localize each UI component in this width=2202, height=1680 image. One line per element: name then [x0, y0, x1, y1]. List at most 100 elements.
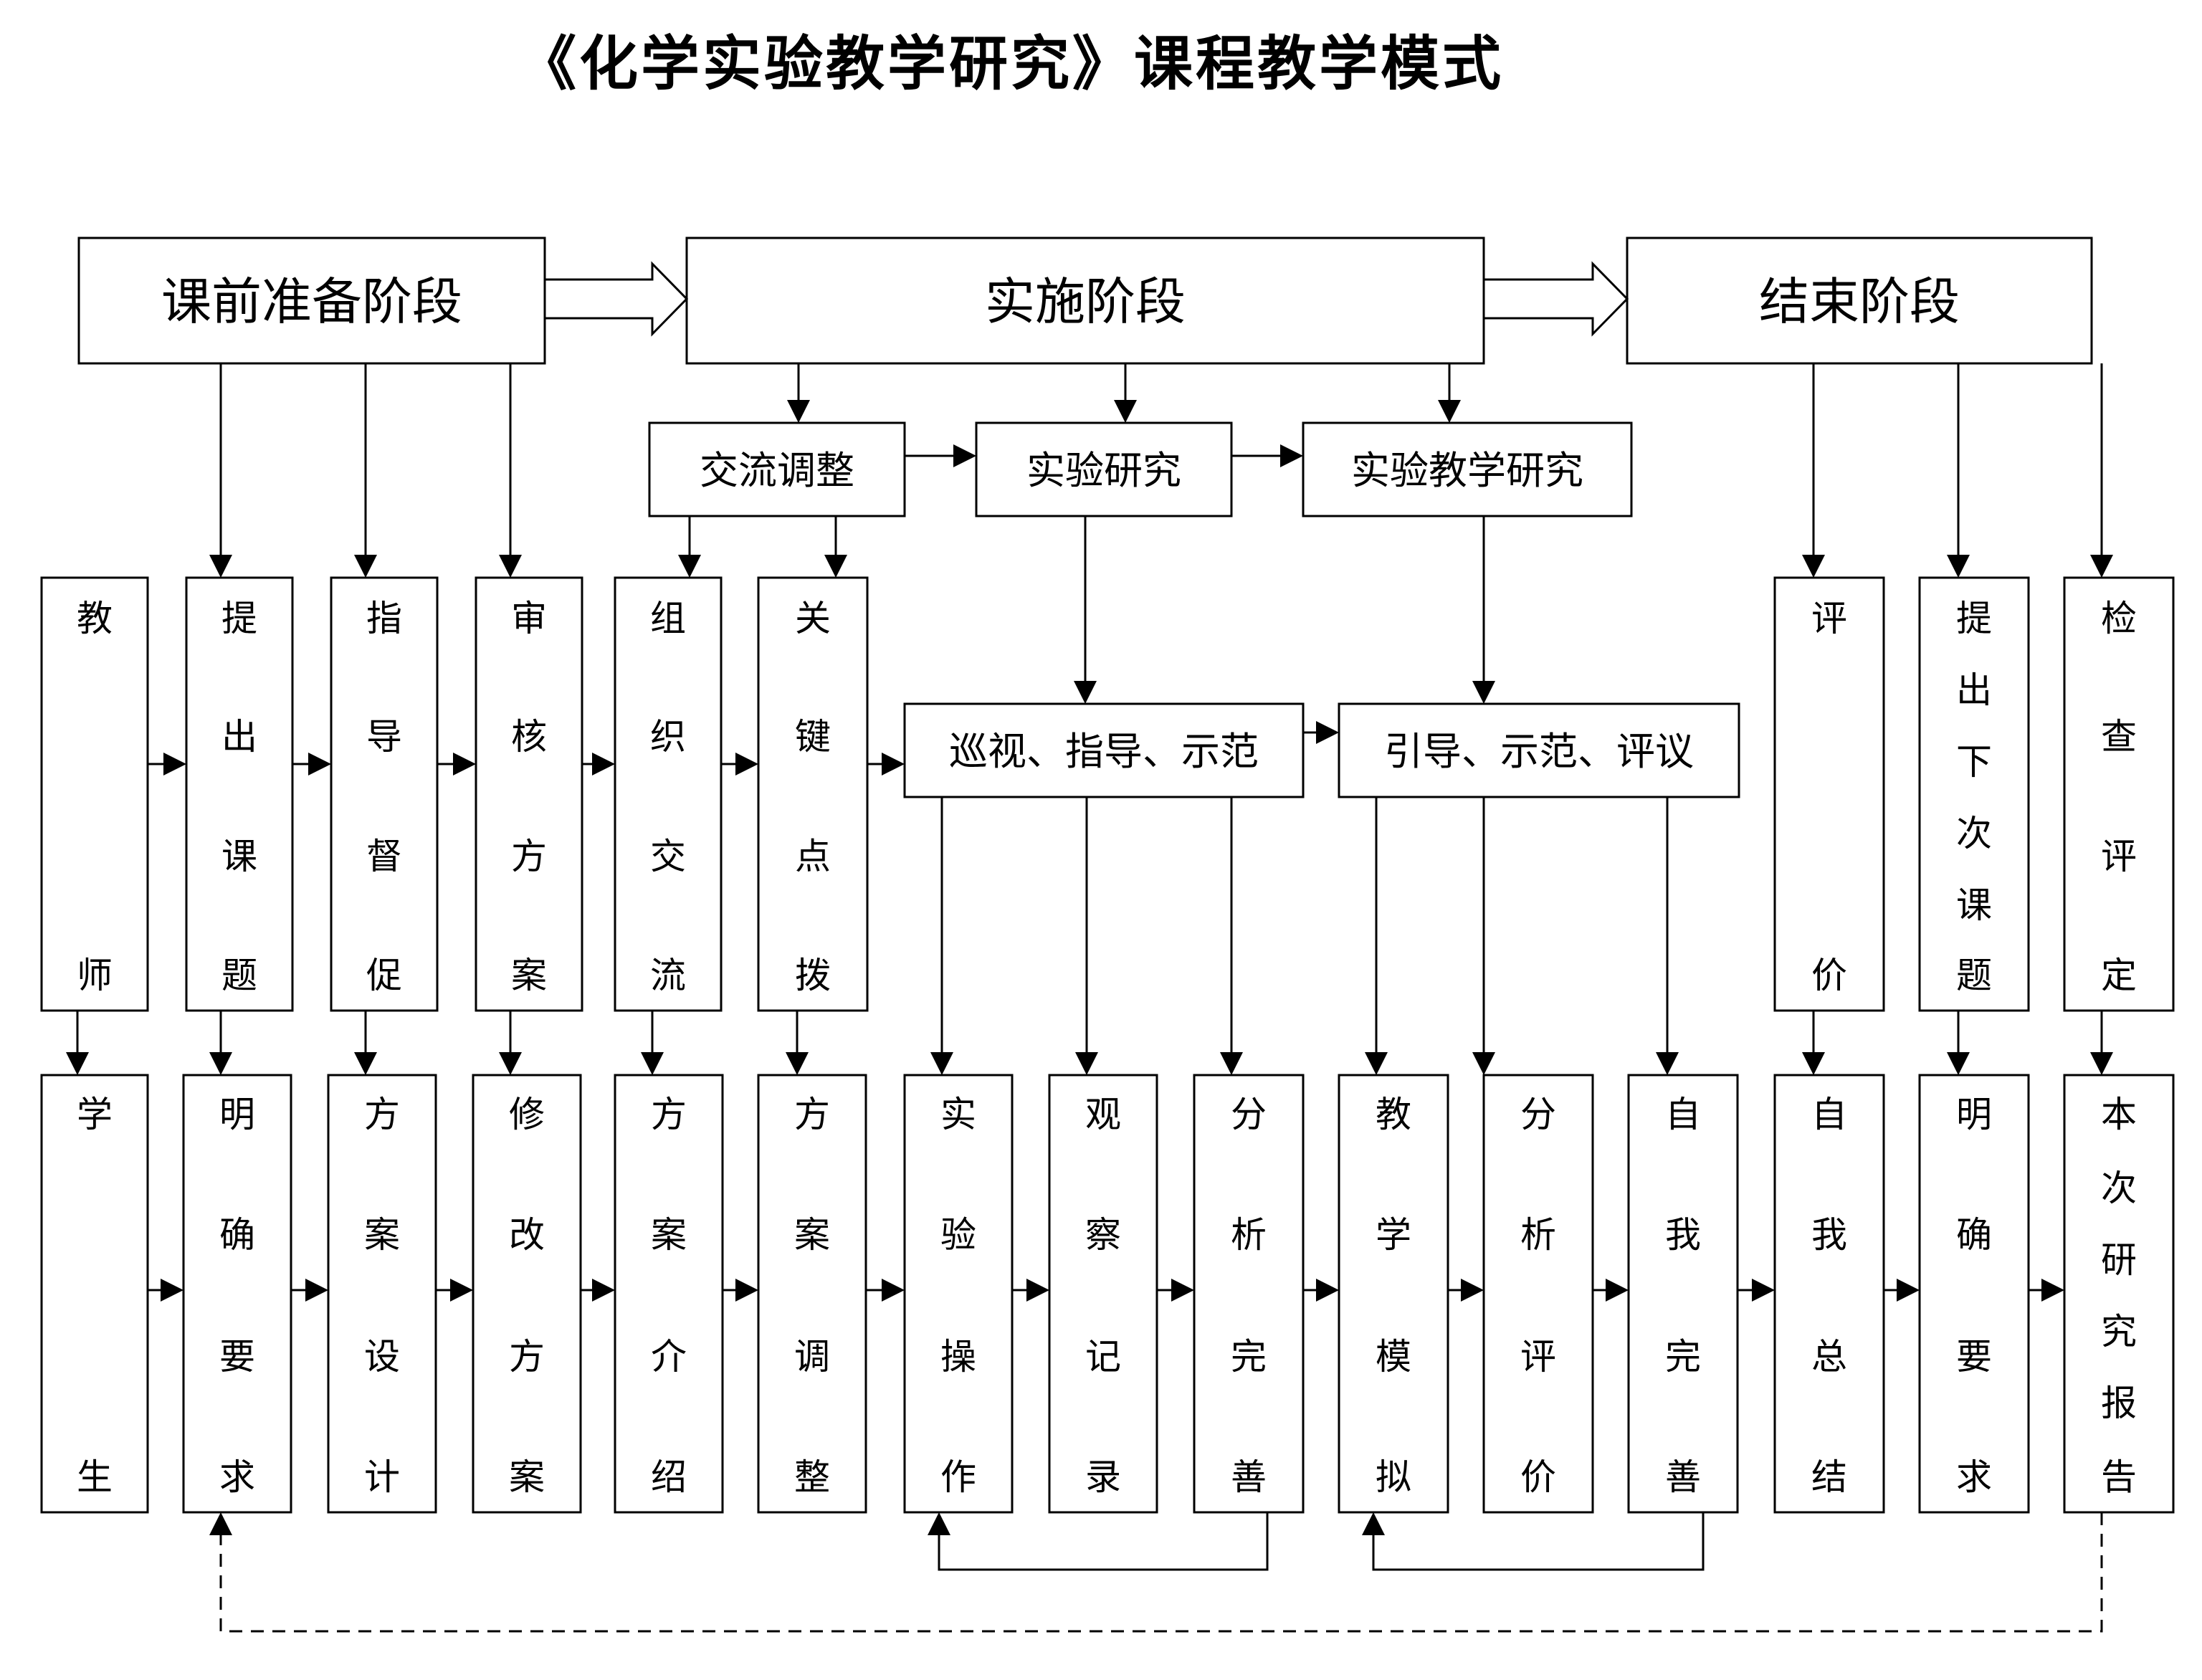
- row2-char: 案: [794, 1214, 830, 1256]
- row1-char: 点: [795, 836, 831, 877]
- stage-impl-label: 实施阶段: [985, 272, 1186, 331]
- row2-box-teaching-sim: 教 学 模 拟: [1338, 1074, 1449, 1514]
- row1-char: 督: [366, 836, 402, 877]
- row2-char: 自: [1811, 1094, 1847, 1135]
- row2-box-analyze-evaluate: 分 析 评 价: [1482, 1074, 1594, 1514]
- row2-char: 善: [1665, 1456, 1701, 1498]
- row2-char: 确: [1956, 1214, 1992, 1256]
- row2-char: 改: [509, 1214, 545, 1256]
- row1-char: 查: [2101, 716, 2137, 758]
- row1-box-evaluate: 评 价: [1773, 576, 1885, 1012]
- row1-char: 价: [1811, 955, 1847, 996]
- row1-char: 评: [2101, 836, 2137, 877]
- row2-char: 绍: [651, 1456, 687, 1498]
- row1-char: 提: [1956, 598, 1992, 639]
- arrowheads: [66, 400, 2113, 1535]
- row2-char: 分: [1231, 1094, 1267, 1135]
- page-title: 《化学实验教学研究》课程教学模式: [517, 30, 1504, 98]
- row2-char: 修: [509, 1094, 545, 1135]
- row2-box-analyze-improve: 分 析 完 善: [1193, 1074, 1305, 1514]
- stage-pre-label: 课前准备阶段: [161, 272, 462, 331]
- row2-char: 我: [1665, 1214, 1701, 1256]
- box-exp-research: 实验研究: [975, 421, 1233, 517]
- row1-char: 评: [1811, 598, 1847, 639]
- row2-box-self-summary: 自 我 总 结: [1773, 1074, 1885, 1514]
- row2-char: 究: [2101, 1311, 2137, 1352]
- row2-char: 方: [509, 1336, 545, 1378]
- row1-char: 课: [1956, 884, 1992, 926]
- row2-char: 自: [1665, 1094, 1701, 1135]
- row2-char: 求: [1956, 1456, 1992, 1498]
- row2-char: 整: [794, 1456, 830, 1498]
- stage-implementation: 实施阶段: [685, 237, 1485, 365]
- row2-char: 我: [1811, 1214, 1847, 1256]
- row1-char: 课: [221, 836, 257, 877]
- box-teach-research: 实验教学研究: [1302, 421, 1633, 517]
- row2-char: 明: [1956, 1094, 1992, 1135]
- row1-char: 定: [2101, 955, 2137, 996]
- row2-char: 录: [1085, 1456, 1121, 1498]
- row2-box-plan-design: 方 案 设 计: [327, 1074, 437, 1514]
- row2-char: 观: [1085, 1094, 1121, 1135]
- row2-box-clarify-req: 明 确 要 求: [182, 1074, 292, 1514]
- row1-char: 组: [650, 598, 686, 639]
- row2-char: 结: [1811, 1456, 1847, 1498]
- row1-char: 次: [1956, 813, 1992, 854]
- row2-char: 方: [364, 1094, 400, 1135]
- row2-char: 价: [1520, 1456, 1556, 1498]
- row1-char: 题: [1956, 955, 1992, 996]
- row2-box-observe-record: 观 察 记 录: [1048, 1074, 1158, 1514]
- row2-char: 确: [219, 1214, 255, 1256]
- row2-char: 本: [2101, 1094, 2137, 1135]
- row1-char: 出: [1956, 669, 1992, 711]
- row2-char: 完: [1665, 1336, 1701, 1378]
- stage-arrow-1: [545, 261, 689, 337]
- row1-char: 审: [511, 598, 547, 639]
- row1-box-review-plan: 审 核 方 案: [475, 576, 583, 1012]
- row2-char: 案: [509, 1456, 545, 1498]
- row2-char: 析: [1231, 1214, 1267, 1256]
- row2-char: 操: [940, 1336, 976, 1378]
- row1-char: 教: [77, 598, 113, 639]
- exp-research-label: 实验研究: [1026, 448, 1181, 493]
- row1-char: 提: [221, 598, 257, 639]
- row2-char: 善: [1231, 1456, 1267, 1498]
- row2-box-plan-adjust: 方 案 调 整: [757, 1074, 867, 1514]
- row2-char: 生: [77, 1456, 113, 1498]
- row2-char: 调: [794, 1336, 830, 1378]
- row2-char: 方: [794, 1094, 830, 1135]
- row1-char: 流: [650, 955, 686, 996]
- row1-char: 方: [511, 836, 547, 877]
- row2-char: 总: [1811, 1336, 1847, 1378]
- row2-char: 学: [1376, 1214, 1411, 1256]
- row2-char: 设: [364, 1336, 400, 1378]
- teach-research-label: 实验教学研究: [1351, 448, 1583, 493]
- row2-char: 析: [1520, 1214, 1556, 1256]
- row1-char: 指: [366, 598, 402, 639]
- row2-char: 模: [1376, 1336, 1411, 1378]
- row1-box-check-assess: 检 查 评 定: [2063, 576, 2175, 1012]
- row2-char: 计: [364, 1456, 400, 1498]
- row1-char: 案: [511, 955, 547, 996]
- row2-box-student: 学 生: [40, 1074, 149, 1514]
- row2-char: 察: [1085, 1214, 1121, 1256]
- row1-char: 下: [1956, 741, 1992, 783]
- row2-char: 告: [2101, 1456, 2137, 1498]
- row2-char: 明: [219, 1094, 255, 1135]
- row2-char: 评: [1520, 1336, 1556, 1378]
- row2-box-clarify-req-2: 明 确 要 求: [1918, 1074, 2030, 1514]
- row2-char: 案: [364, 1214, 400, 1256]
- row1-box-key-points: 关 键 点 拨: [757, 576, 869, 1012]
- row1-char: 核: [511, 716, 547, 758]
- row1-char: 检: [2101, 598, 2137, 639]
- row2-char: 实: [940, 1094, 976, 1135]
- stage-arrow-2: [1484, 261, 1629, 337]
- box-patrol: 巡视、指导、示范: [903, 702, 1305, 798]
- row1-char: 织: [650, 716, 686, 758]
- stage-pre: 课前准备阶段: [77, 237, 546, 365]
- row2-char: 完: [1231, 1336, 1267, 1378]
- row1-char: 题: [221, 955, 257, 996]
- row1-char: 拨: [795, 955, 831, 996]
- row2-char: 方: [651, 1094, 687, 1135]
